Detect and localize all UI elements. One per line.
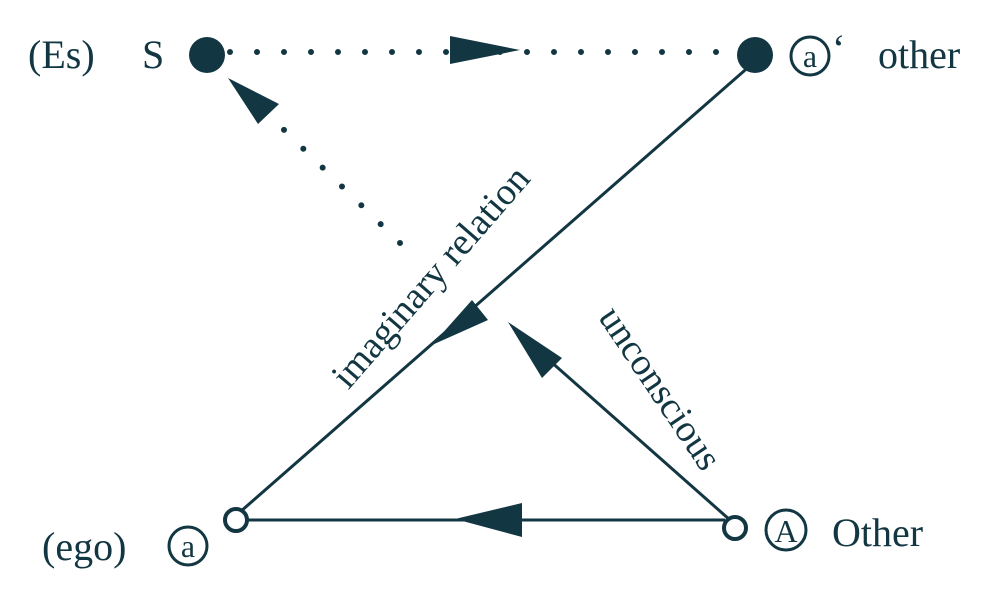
node-s	[189, 37, 225, 73]
label-s: S	[142, 32, 164, 77]
node-other-prime	[737, 37, 773, 73]
label-big-a-symbol: A	[774, 513, 797, 549]
label-other-upper: Other	[832, 510, 923, 555]
label-a-prime-symbol: a	[803, 38, 817, 74]
label-prime: ‘	[832, 26, 845, 71]
arrow-right-icon	[450, 36, 520, 64]
label-unconscious: unconscious	[590, 299, 730, 478]
circled-a-icon	[167, 525, 209, 567]
node-ego	[223, 507, 249, 533]
circled-a-prime-icon	[789, 35, 831, 77]
arrow-up-left-icon	[508, 322, 562, 378]
label-a-symbol: a	[181, 528, 195, 564]
imaginary-relation-edge	[239, 62, 753, 514]
label-other-lower: other	[878, 32, 960, 77]
circled-big-a-icon	[764, 508, 808, 552]
label-ego: (ego)	[42, 524, 126, 569]
arrow-left-icon	[455, 503, 522, 537]
dotted-edge-to-s	[279, 125, 403, 246]
arrow-up-left-icon	[228, 78, 279, 124]
node-other	[722, 515, 748, 541]
arrow-down-left-icon	[432, 300, 488, 345]
label-es: (Es)	[28, 32, 95, 77]
